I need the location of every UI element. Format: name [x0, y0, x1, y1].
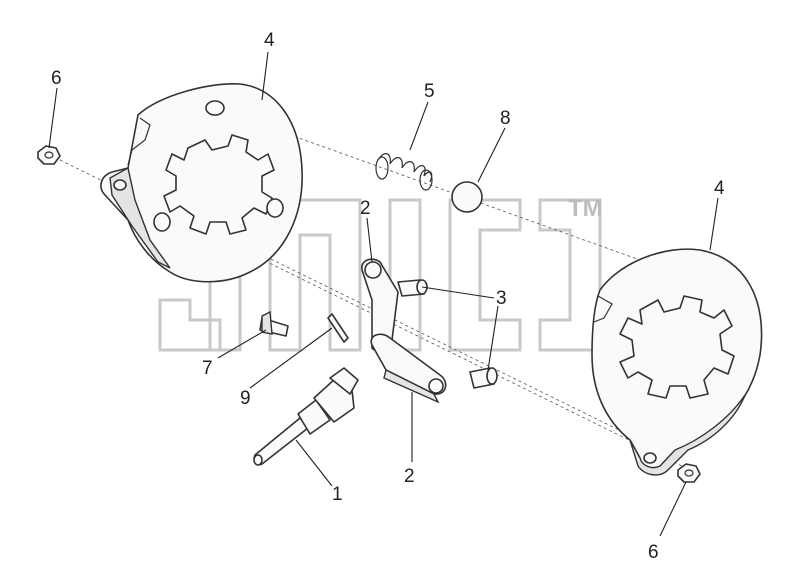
leader-lines	[48, 51, 719, 537]
brake-plate-right	[591, 248, 763, 476]
brake-plate-left	[100, 83, 303, 283]
cotter-pin	[327, 313, 349, 343]
pin-lower	[469, 367, 498, 389]
callout-6-left: 6	[51, 68, 62, 89]
callout-labels: 4 5 8 6 4 2 3 2 7 9 1 6	[51, 30, 725, 563]
callout-6-right: 6	[648, 542, 659, 563]
nut-left	[37, 145, 61, 165]
callout-3: 3	[496, 288, 507, 309]
callout-5: 5	[424, 81, 435, 102]
callout-4-right: 4	[714, 178, 725, 199]
bolt	[259, 310, 289, 337]
link-lower	[370, 333, 447, 404]
lever-shaft	[253, 367, 359, 466]
nut-right	[677, 463, 701, 483]
watermark-tm: TM	[568, 195, 603, 222]
ball	[451, 181, 483, 213]
callout-4-left: 4	[264, 30, 275, 51]
callout-2-upper: 2	[360, 198, 371, 219]
callout-7: 7	[202, 358, 213, 379]
callout-9: 9	[240, 388, 251, 409]
callout-1: 1	[332, 484, 343, 505]
spring	[375, 153, 433, 191]
callout-8: 8	[500, 108, 511, 129]
callout-2-lower: 2	[404, 466, 415, 487]
pin-upper	[397, 279, 428, 297]
